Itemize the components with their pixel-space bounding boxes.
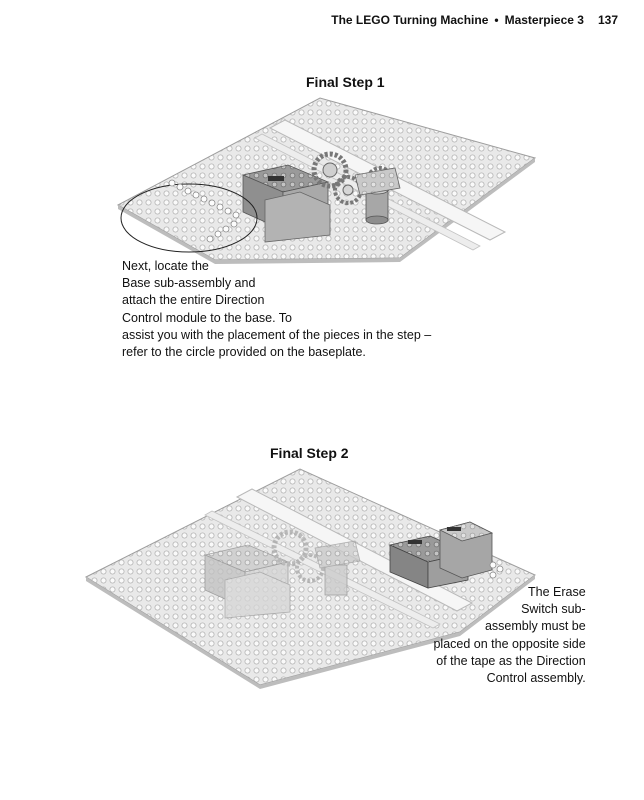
- caption-line: Base sub-assembly and: [122, 276, 256, 291]
- caption-line: The Erase: [528, 585, 586, 599]
- caption-line: placed on the opposite side: [433, 636, 586, 651]
- caption-line: Control assembly.: [486, 671, 586, 686]
- section-title: Masterpiece 3: [504, 13, 584, 27]
- page-number: 137: [597, 13, 618, 27]
- placement-circle: [120, 183, 258, 253]
- step-1-illustration: [116, 97, 537, 264]
- header-separator: •: [494, 13, 499, 27]
- step-2-caption: The Erase Switch sub- assembly must be p…: [340, 584, 586, 687]
- step-2-title: Final Step 2: [270, 445, 349, 461]
- step-1-title: Final Step 1: [306, 74, 385, 90]
- caption-line: assist you with the placement of the pie…: [122, 327, 432, 342]
- caption-line: Next, locate the: [122, 259, 209, 273]
- step-1-caption: Next, locate the Base sub-assembly and a…: [122, 258, 431, 361]
- caption-line: assembly must be: [484, 619, 586, 634]
- caption-line: Control module to the base. To: [122, 310, 293, 325]
- caption-line: Switch sub-: [521, 602, 586, 617]
- caption-line: attach the entire Direction: [122, 293, 265, 308]
- running-head: The LEGO Turning Machine • Masterpiece 3 13…: [331, 13, 618, 27]
- erase-switch-subassembly: [388, 521, 494, 589]
- step-2-illustration: [84, 468, 536, 689]
- caption-line: of the tape as the Direction: [436, 653, 586, 668]
- direction-control-assembly-faded: [203, 529, 361, 619]
- chapter-title: The LEGO Turning Machine: [331, 13, 489, 27]
- caption-line: refer to the circle provided on the base…: [122, 345, 366, 360]
- direction-control-module: [241, 151, 401, 243]
